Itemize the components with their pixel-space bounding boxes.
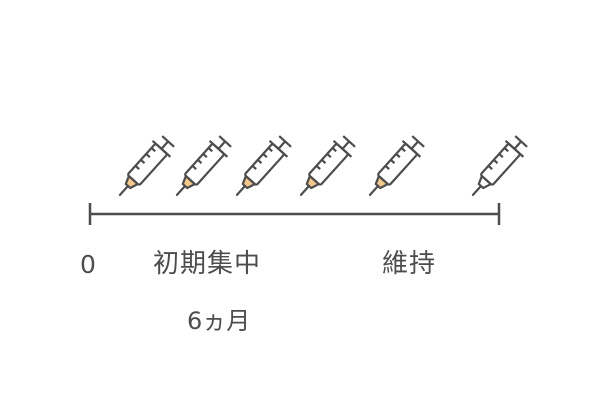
syringe-icon xyxy=(166,132,236,205)
syringe-icon xyxy=(226,132,296,205)
syringe-icon xyxy=(109,132,179,205)
syringe-icon xyxy=(290,132,360,205)
initial-phase-duration-label: 6ヵ月 xyxy=(187,307,251,335)
syringe-icon xyxy=(462,132,532,205)
syringe-icon xyxy=(359,132,429,205)
initial-phase-label: 初期集中 xyxy=(153,249,262,279)
maintenance-phase-label: 維持 xyxy=(382,249,437,279)
timeline-start-label: 0 xyxy=(80,250,96,279)
